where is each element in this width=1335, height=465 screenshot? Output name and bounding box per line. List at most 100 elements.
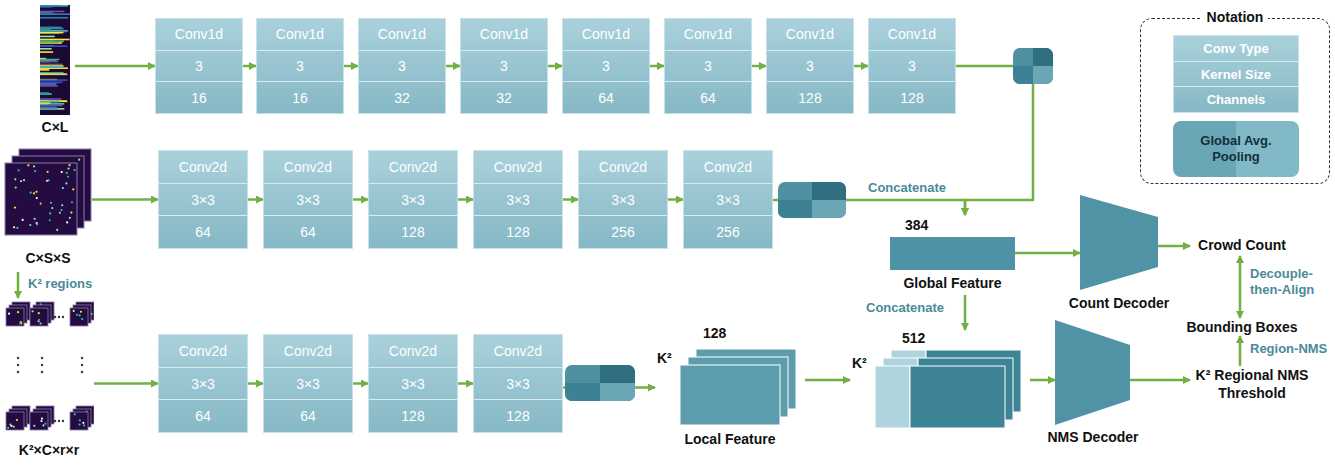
conv-section: Conv2d	[684, 151, 772, 183]
point-dot	[13, 426, 15, 428]
diagram-node: K²512	[850, 330, 1030, 430]
ellipsis-dot	[17, 357, 19, 359]
conv-block: Conv1d364	[562, 18, 650, 114]
feature-label: Local Feature	[655, 431, 805, 447]
diagram-node: K²×C×r×r	[4, 298, 94, 463]
flow-arrow	[964, 295, 967, 330]
diagram-node: NMS Decoder	[1055, 320, 1130, 445]
conv-section: 128	[869, 81, 955, 113]
ellipsis-dot	[41, 357, 43, 359]
heatmap-line	[40, 73, 67, 75]
heatmap-line	[40, 36, 55, 38]
point-dot	[60, 209, 62, 211]
conv-label: 3	[195, 58, 203, 74]
heatmap-line	[40, 5, 61, 7]
conv-label: 3	[908, 58, 916, 74]
conv-label: 3×3	[401, 376, 425, 392]
conv-label: Conv1d	[480, 26, 528, 42]
feature-label: K²	[657, 350, 672, 366]
flow-arrow	[248, 198, 263, 201]
conv-section: 64	[264, 215, 352, 248]
conv-label: 64	[700, 90, 716, 106]
conv-section: 3×3	[579, 183, 667, 216]
conv-block: Conv2d3×3256	[683, 150, 773, 249]
edge-label: Decouple-then-Align	[1250, 266, 1332, 298]
heatmap-line	[40, 29, 51, 31]
conv-label: 3×3	[506, 192, 530, 208]
conv-section: Kernel Size	[1174, 61, 1298, 87]
point-dot	[76, 314, 78, 316]
feature-label: Count Decoder	[1059, 295, 1179, 311]
point-dot	[10, 425, 12, 427]
conv-section: 128	[369, 399, 457, 432]
point-dot	[66, 172, 68, 174]
point-dot	[16, 227, 18, 229]
point-dot	[38, 319, 40, 321]
point-dot	[40, 420, 42, 422]
heatmap-line	[40, 108, 64, 110]
conv-section: Conv1d	[257, 19, 343, 50]
point-dot	[79, 419, 81, 421]
ellipsis-dot	[81, 364, 83, 366]
heatmap-line	[40, 41, 55, 43]
point-dot	[7, 427, 9, 429]
conv-label: Conv1d	[888, 26, 936, 42]
point-dot	[69, 217, 71, 219]
flow-arrow	[854, 65, 868, 68]
conv-label: Conv2d	[494, 343, 542, 359]
conv-label: Conv2d	[389, 159, 437, 175]
point-dot	[39, 322, 41, 324]
point-dot	[14, 178, 16, 180]
point-dot	[62, 187, 64, 189]
conv-block: Conv2d3×364	[263, 334, 353, 433]
conv-section: Conv1d	[767, 19, 853, 50]
feature-plate	[680, 365, 780, 425]
point-dot	[69, 164, 71, 166]
conv-section: 3×3	[159, 367, 247, 400]
point-dot	[67, 167, 69, 169]
flow-arrow	[1158, 245, 1190, 248]
region-map	[6, 412, 24, 430]
point-dot	[65, 182, 67, 184]
pool-quad	[600, 383, 635, 401]
flow-arrow	[668, 198, 683, 201]
conv-section: 3	[563, 50, 649, 82]
point-dot	[36, 197, 38, 199]
pooling-icon	[778, 182, 846, 218]
feature-bar	[890, 237, 1015, 270]
conv-block: Conv2d3×364	[263, 150, 353, 249]
heatmap-line	[40, 41, 59, 43]
conv-section: 64	[264, 399, 352, 432]
diagram-node: Count Decoder	[1080, 195, 1158, 313]
conv-label: 3	[806, 58, 814, 74]
conv-label: Conv2d	[284, 159, 332, 175]
conv-block: Conv1d316	[155, 18, 243, 114]
conv-section: 64	[159, 399, 247, 432]
point-dot	[36, 223, 38, 225]
heatmap-line	[40, 61, 58, 63]
conv-label: 128	[506, 224, 529, 240]
heatmap-line	[40, 48, 52, 50]
heatmap-line	[40, 66, 62, 68]
conv-section: 256	[684, 215, 772, 248]
point-dot	[74, 413, 76, 415]
conv-section: 3	[359, 50, 445, 82]
point-dot	[81, 318, 83, 320]
conv-section: Conv1d	[461, 19, 547, 50]
diagram-node: Bounding Boxes	[1175, 318, 1309, 336]
conv-label: Conv2d	[494, 159, 542, 175]
pooling-label: Global Avg. Pooling	[1186, 133, 1286, 165]
diagram-node: Global Avg. Pooling	[1173, 121, 1299, 177]
pool-bg	[1013, 48, 1053, 84]
conv-section: Conv2d	[159, 335, 247, 367]
conv-block: Conv1d 3 128	[868, 18, 956, 114]
flow-arrow	[563, 198, 578, 201]
conv-block: Conv1d316	[256, 18, 344, 114]
heatmap-line	[40, 98, 61, 100]
heatmap-line	[40, 45, 67, 47]
conv-label: Conv2d	[179, 343, 227, 359]
conv-label: Conv1d	[276, 26, 324, 42]
heatmap-line	[40, 39, 70, 41]
point-dot	[14, 207, 16, 209]
flow-arrow	[1239, 256, 1242, 318]
